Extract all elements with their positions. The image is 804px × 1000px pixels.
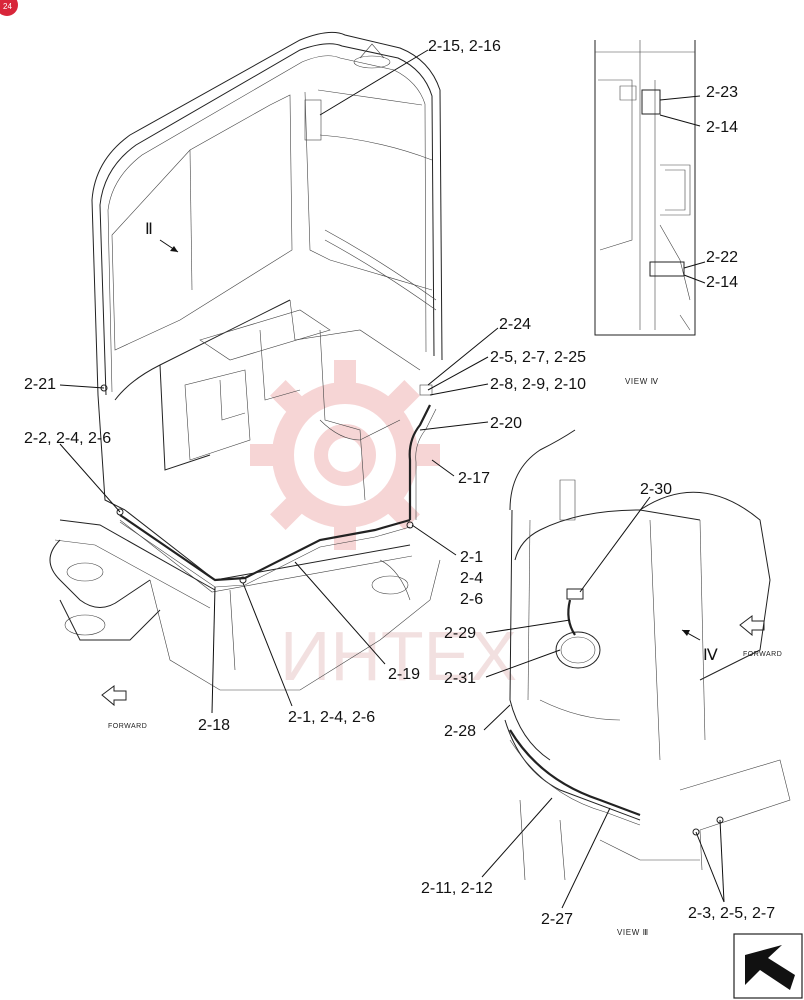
view-iv-inset: VIEW Ⅳ: [594, 40, 696, 386]
view-marker-iv: Ⅳ: [703, 647, 718, 664]
callout-2-22: 2-22: [706, 249, 738, 266]
callout-2-2-2-4-2-6: 2-2, 2-4, 2-6: [24, 430, 111, 447]
callout-2-4-right: 2-4: [460, 570, 483, 587]
watermark-text: ИНТЕХ: [280, 617, 517, 695]
navigate-corner-icon[interactable]: [733, 933, 803, 999]
callout-2-14-lower: 2-14: [706, 274, 738, 291]
watermark-gear-icon: [250, 360, 440, 550]
callout-2-20: 2-20: [490, 415, 522, 432]
callout-2-24: 2-24: [499, 316, 531, 333]
callout-labels: 2-15, 2-16 2-23 2-14 2-22 2-14 2-24 2-5,…: [24, 38, 775, 928]
cab-main-view: FORWARD Ⅱ: [49, 31, 443, 730]
callout-2-8-2-9-2-10: 2-8, 2-9, 2-10: [490, 376, 586, 393]
view-marker-ii: Ⅱ: [145, 221, 153, 238]
callout-2-3-2-5-2-7: 2-3, 2-5, 2-7: [688, 905, 775, 922]
forward-arrow-icon-left: FORWARD: [101, 685, 147, 730]
corner-badge: 24: [0, 0, 18, 16]
callout-2-1-right: 2-1: [460, 549, 483, 566]
callout-2-27: 2-27: [541, 911, 573, 928]
callout-2-30: 2-30: [640, 481, 672, 498]
view-iv-label: VIEW Ⅳ: [625, 377, 659, 386]
forward-label-left: FORWARD: [108, 723, 147, 730]
callout-2-19: 2-19: [388, 666, 420, 683]
callout-2-29: 2-29: [444, 625, 476, 642]
callout-2-5-2-7-2-25: 2-5, 2-7, 2-25: [490, 349, 586, 366]
forward-arrow-icon-right: FORWARD: [739, 615, 782, 658]
forward-label-right: FORWARD: [743, 651, 782, 658]
callout-2-11-2-12: 2-11, 2-12: [421, 880, 493, 897]
callout-2-18: 2-18: [198, 717, 230, 734]
callout-2-15-2-16: 2-15, 2-16: [428, 38, 501, 55]
view-iii-label: VIEW Ⅲ: [617, 928, 649, 937]
callout-2-28: 2-28: [444, 723, 476, 740]
svg-text:24: 24: [3, 2, 12, 11]
watermark: ИНТЕХ: [250, 360, 517, 695]
callout-2-21: 2-21: [24, 376, 56, 393]
callout-2-17: 2-17: [458, 470, 490, 487]
callout-2-14-upper: 2-14: [706, 119, 738, 136]
callout-2-1-2-4-2-6: 2-1, 2-4, 2-6: [288, 709, 375, 726]
leader-lines: [59, 49, 725, 909]
callout-2-23: 2-23: [706, 84, 738, 101]
view-iii-inset: FORWARD Ⅳ VIEW Ⅲ: [504, 429, 791, 937]
callout-2-31: 2-31: [444, 670, 476, 687]
callout-2-6-right: 2-6: [460, 591, 483, 608]
